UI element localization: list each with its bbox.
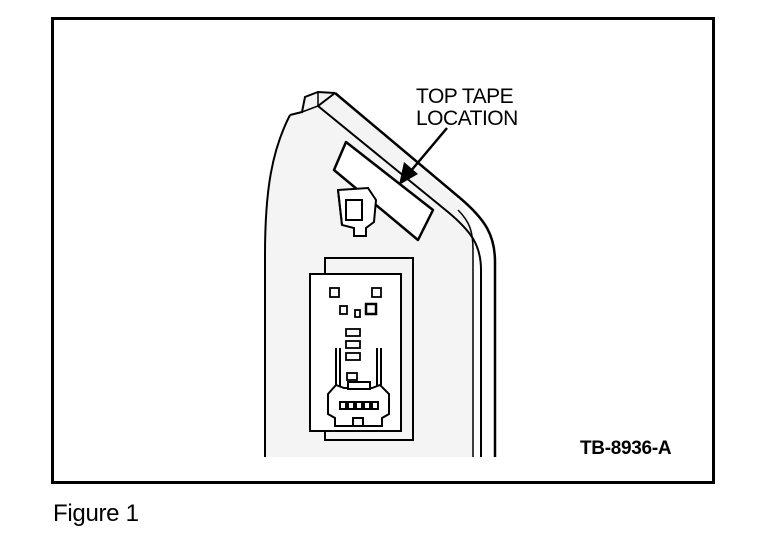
- callout-arrow-line: [409, 127, 448, 173]
- housing-inner-rim: [317, 105, 482, 457]
- callout-line-1: TOP TAPE: [416, 85, 514, 108]
- terminal-legs: [335, 348, 382, 390]
- figure-caption: Figure 1: [53, 500, 139, 527]
- top-tape-location-label: TOP TAPE LOCATION: [416, 86, 518, 130]
- callout-arrowhead: [399, 162, 418, 185]
- callout-line-2: LOCATION: [416, 107, 518, 130]
- board-pads: [329, 287, 382, 381]
- electrical-connector: [327, 381, 390, 427]
- drawing-reference-code: TB-8936-A: [580, 438, 672, 459]
- housing-top-lip: [289, 90, 336, 116]
- figure-frame: [51, 17, 715, 484]
- retaining-clip: [336, 186, 378, 237]
- top-tape-strip: [332, 140, 435, 242]
- housing-outer-rim: [334, 92, 497, 457]
- housing-left-edge: [264, 114, 291, 457]
